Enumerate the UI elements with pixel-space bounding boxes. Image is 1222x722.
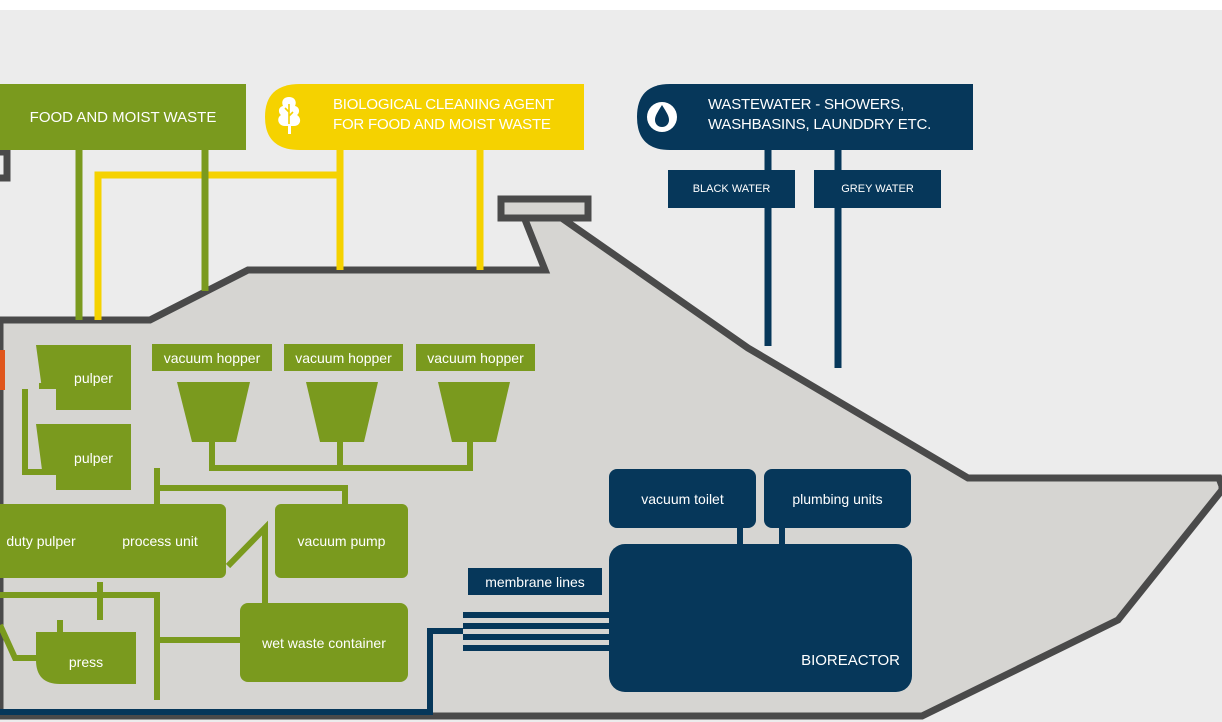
ship-funnel xyxy=(497,195,592,222)
vacuum-hopper-2 xyxy=(306,382,378,442)
yellow-pipe-left xyxy=(94,171,340,320)
wastewater-label-line2: WASHBASINS, LAUNDDRY ETC. xyxy=(708,116,932,133)
bioreactor xyxy=(609,544,912,692)
vacuum-toilet xyxy=(609,469,756,528)
black-water-label: BLACK WATER xyxy=(692,183,771,195)
membrane-lines-label: membrane lines xyxy=(485,573,585,590)
vacuum-pump xyxy=(275,504,408,578)
vacuum-hopper-1 xyxy=(177,382,250,442)
vacuum-hopper-2-label-box xyxy=(284,344,403,371)
bioreactor-label: BIOREACTOR xyxy=(801,651,900,669)
effluent-line xyxy=(0,628,463,715)
heavy-duty-pulper-label: duty pulper xyxy=(6,533,76,549)
water-drop-icon xyxy=(647,102,677,132)
press xyxy=(36,632,136,684)
food-waste-header xyxy=(0,84,246,150)
press-loop xyxy=(0,592,160,700)
wastewater-header xyxy=(637,84,973,150)
plumbing-units-label: plumbing units xyxy=(792,490,883,507)
food-waste-pipes xyxy=(75,150,209,320)
tree-icon xyxy=(278,97,301,134)
plumbing-units xyxy=(764,469,911,528)
vacuum-pump-label: vacuum pump xyxy=(297,533,386,549)
press-feed xyxy=(0,623,40,661)
process-unit-label: process unit xyxy=(122,533,198,549)
wet-waste-container xyxy=(240,603,408,682)
grey-water-box xyxy=(814,170,941,208)
pulper-1 xyxy=(36,345,131,410)
ship-hull xyxy=(0,208,1222,720)
pipe-stub xyxy=(0,148,11,182)
cleaning-agent-label-line2: FOR FOOD AND MOIST WASTE xyxy=(333,116,551,133)
process-to-pump xyxy=(157,485,348,506)
vacuum-hopper-2-label: vacuum hopper xyxy=(295,349,392,366)
vacuum-hopper-1-label-box xyxy=(152,344,272,371)
process-unit xyxy=(108,504,226,578)
process-to-container xyxy=(225,520,268,605)
food-waste-label: FOOD AND MOIST WASTE xyxy=(29,108,217,126)
vacuum-hopper-3-label-box xyxy=(416,344,535,371)
pulper-2 xyxy=(36,424,131,490)
cleaning-agent-pipes xyxy=(94,148,484,320)
cleaning-agent-label-line1: BIOLOGICAL CLEANING AGENT xyxy=(333,96,555,113)
vacuum-hopper-1-label: vacuum hopper xyxy=(163,349,261,366)
pulper-2-feed xyxy=(22,389,58,475)
vacuum-hopper-3 xyxy=(438,382,510,442)
vacuum-toilet-label: vacuum toilet xyxy=(641,490,724,507)
wet-waste-container-label: wet waste container xyxy=(262,634,386,651)
heavy-duty-pulper xyxy=(0,504,130,578)
pulper-2-label: pulper xyxy=(74,449,113,466)
vacuum-hopper-3-label: vacuum hopper xyxy=(427,349,524,366)
pulper-1-label: pulper xyxy=(74,369,113,386)
water-internal-pipes xyxy=(0,526,785,715)
membrane-lines-box xyxy=(468,568,602,595)
grey-water-label: GREY WATER xyxy=(841,183,914,195)
press-label: press xyxy=(68,654,104,670)
black-water-box xyxy=(668,170,795,208)
orange-marker xyxy=(0,350,5,390)
wastewater-label-line1: WASTEWATER - SHOWERS, xyxy=(708,96,905,113)
cleaning-agent-header xyxy=(265,84,584,150)
